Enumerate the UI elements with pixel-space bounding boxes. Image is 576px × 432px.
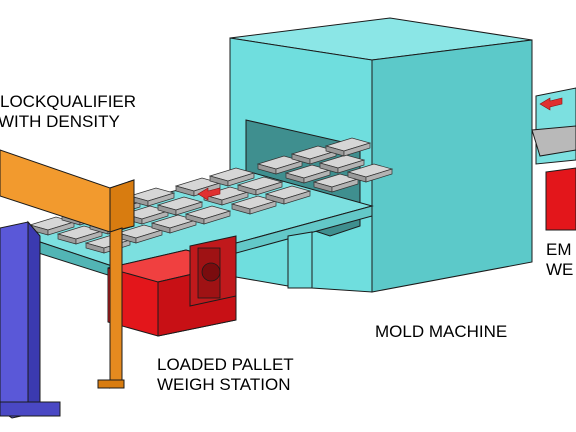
block-qualifier-label: LOCKQUALIFIER WITH DENSITY [0,92,136,132]
block-qualifier-label-line2: WITH DENSITY [0,112,120,131]
loaded-pallet-label-line2: WEIGH STATION [157,375,291,394]
direction-arrow [197,187,221,201]
mold-machine-label-text: MOLD MACHINE [375,322,508,341]
loaded-pallet-label-line1: LOADED PALLET [157,355,294,374]
loaded-pallet-weigh-station [107,235,237,337]
block-qualifier-frame [0,149,135,389]
qualifier-column [0,220,61,419]
right-conveyor [531,87,576,231]
empty-weigh-label: EM WE [546,240,573,280]
loaded-pallet-label: LOADED PALLET WEIGH STATION [157,355,294,395]
empty-weigh-label-line1: EM [546,240,572,259]
block-qualifier-label-line1: LOCKQUALIFIER [0,92,137,111]
empty-weigh-label-line2: WE [546,260,574,279]
mold-machine-label: MOLD MACHINE [375,322,507,342]
mold-machine [229,17,533,293]
direction-arrow [539,97,563,111]
